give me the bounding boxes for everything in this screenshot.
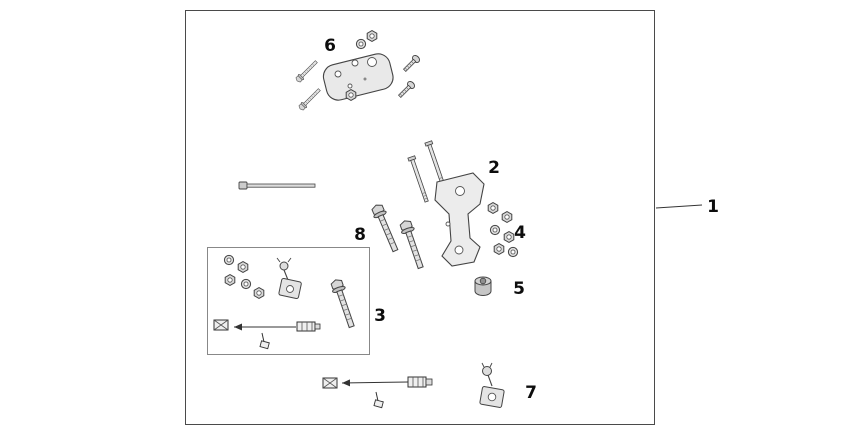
hex-nut-icon [224,274,236,286]
washer-icon [489,224,501,236]
part-label-3: 3 [374,306,386,326]
part-label-5: 5 [513,279,525,299]
hex-nut-icon [493,243,505,255]
plate-hole [367,57,377,67]
bracket-hole [445,221,451,227]
wire-harness-icon [322,376,433,409]
part3-group [207,247,370,355]
sensor-bracket-icon [479,362,505,408]
hex-nut-icon [501,211,513,223]
grommet-icon [474,276,492,296]
kit-boundary-box [185,10,655,425]
part-label-1: 1 [707,197,719,217]
stay-bracket-icon [434,172,485,267]
plate-hole [363,77,367,81]
hex-nut-icon [253,287,265,299]
hex-nut-icon [487,202,499,214]
part-label-4: 4 [514,223,526,243]
hex-nut-icon [237,261,249,273]
plate-hole [347,83,353,89]
washer-icon [355,38,367,50]
bracket-hole [455,186,465,196]
washer-icon [240,278,252,290]
part-label-8: 8 [354,225,366,245]
sensor-bracket-icon [276,257,302,300]
washer-icon [507,246,519,258]
part6-group [294,30,422,112]
bracket-plate-icon [322,53,394,101]
connector-icon [213,319,229,331]
part-label-2: 2 [488,158,500,178]
hex-nut-icon [366,30,378,42]
washer-icon [223,254,235,266]
connector-icon [322,377,338,389]
hex-nut-icon [503,231,515,243]
part7-group [479,362,505,408]
rod-icon [238,181,316,190]
hex-nut-icon [345,89,357,101]
bracket-hole [454,245,464,255]
part1-leader-line [655,204,703,209]
subkit-boundary-box [207,247,370,355]
plate-hole [334,70,342,78]
plate-hole [351,59,359,67]
part2-group [407,140,485,267]
wire-harness-icon [213,319,321,350]
part-label-6: 6 [324,36,336,56]
part-label-7: 7 [525,383,537,403]
